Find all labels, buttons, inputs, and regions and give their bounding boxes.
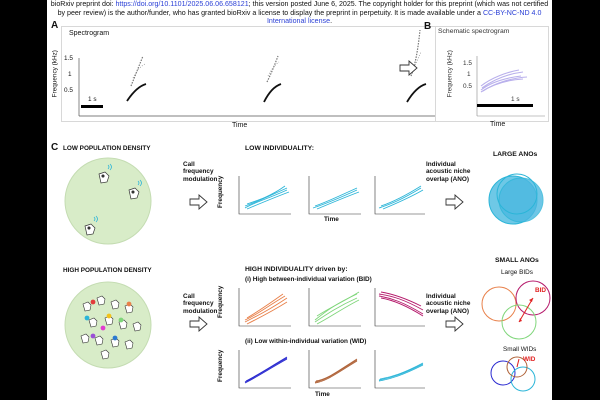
doi-link[interactable]: https://doi.org/10.1101/2025.06.06.65812…	[115, 0, 249, 8]
bid-subtitle: (i) High between-individual variation (B…	[245, 276, 372, 283]
license-link[interactable]: CC-BY-NC-ND 4.0 International license	[266, 8, 542, 26]
small-wids-label: Small WIDs	[503, 346, 537, 353]
panel-b-title: Schematic spectrogram	[438, 28, 510, 35]
panel-a-ytick-3: 0.5	[64, 87, 73, 94]
spectrogram-call-3	[406, 29, 427, 103]
small-ano-wid-venn	[490, 356, 536, 392]
panel-a-xlabel: Time	[232, 122, 248, 129]
bid-tag: BID	[535, 287, 547, 294]
panel-b-scalebar-label: 1 s	[511, 96, 520, 103]
schematic-spectrogram-plot	[476, 56, 545, 117]
wid-blue-curves	[244, 356, 288, 384]
arrow-high-1	[189, 316, 208, 332]
wid-freq-axis: Frequency	[217, 349, 224, 382]
low-density-title: LOW POPULATION DENSITY	[63, 145, 151, 152]
spectrogram-call-1	[126, 55, 147, 102]
panel-a-scalebar-label: 1 s	[88, 96, 97, 103]
panel-b-ytick-1: 1.5	[463, 60, 472, 67]
panel-b-label: B	[424, 21, 432, 32]
notice-text-1: bioRxiv preprint doi:	[50, 0, 116, 8]
colored-call-marks	[84, 299, 132, 341]
wid-plots	[238, 350, 425, 389]
wid-subtitle: (ii) Low within-individual variation (WI…	[245, 338, 367, 345]
bid-orange-curves	[244, 293, 288, 325]
schematic-curves	[480, 69, 528, 93]
bid-plots	[238, 288, 425, 327]
high-density-habitat	[64, 281, 152, 369]
large-anos-title: LARGE ANOs	[493, 151, 538, 158]
low-curves	[244, 185, 424, 210]
high-individuality-title: HIGH INDIVIDUALITY driven by:	[245, 266, 348, 273]
arrow-a-to-b	[399, 60, 418, 76]
panel-b-ytick-3: 0.5	[463, 83, 472, 90]
large-ano-venn	[488, 173, 544, 225]
panel-a-title: Spectrogram	[69, 30, 110, 37]
figure-page: bioRxiv preprint doi: https://doi.org/10…	[47, 0, 552, 400]
panel-b-xlabel: Time	[490, 121, 506, 128]
low-time-axis: Time	[324, 216, 339, 223]
small-ano-bid-venn	[481, 280, 551, 340]
wid-tag: WID	[523, 356, 536, 363]
preprint-notice: bioRxiv preprint doi: https://doi.org/10…	[50, 0, 549, 26]
panel-a-ytick-1: 1.5	[64, 55, 73, 62]
wid-brown-curves	[314, 358, 358, 384]
frog-icons-dense	[80, 295, 142, 360]
small-anos-title: SMALL ANOs	[495, 257, 539, 264]
wid-time-axis: Time	[315, 391, 330, 398]
bid-green-curves	[314, 291, 360, 325]
frog-icon	[84, 171, 140, 236]
arrow-low-1	[189, 194, 208, 210]
panel-a-ylabel: Frequency (kHz)	[51, 50, 59, 98]
panel-a-ytick-2: 1	[68, 71, 72, 78]
panel-c-label: C	[51, 142, 59, 153]
call-wave-icons	[93, 163, 142, 223]
arrow-high-2	[445, 316, 464, 332]
low-individuality-plots	[238, 176, 425, 215]
low-density-habitat	[64, 157, 152, 245]
spectrogram-plot	[78, 29, 437, 117]
arrow-low-2	[445, 194, 464, 210]
high-density-title: HIGH POPULATION DENSITY	[63, 267, 152, 274]
bid-magenta-curves	[378, 291, 424, 317]
bid-freq-axis: Frequency	[217, 285, 224, 318]
notice-text-2: ; this version posted June 6, 2025. The …	[57, 0, 549, 17]
scalebar-a	[81, 105, 103, 108]
spectrogram-call-2	[263, 55, 282, 103]
panel-a-label: A	[51, 20, 59, 31]
panel-b-ytick-2: 1	[467, 71, 471, 78]
low-individuality-title: LOW INDIVIDUALITY:	[245, 145, 314, 152]
large-bids-label: Large BIDs	[501, 269, 533, 276]
scalebar-b	[477, 104, 533, 107]
wid-cyan-curves	[378, 362, 424, 382]
low-freq-axis: Frequency	[217, 175, 224, 208]
